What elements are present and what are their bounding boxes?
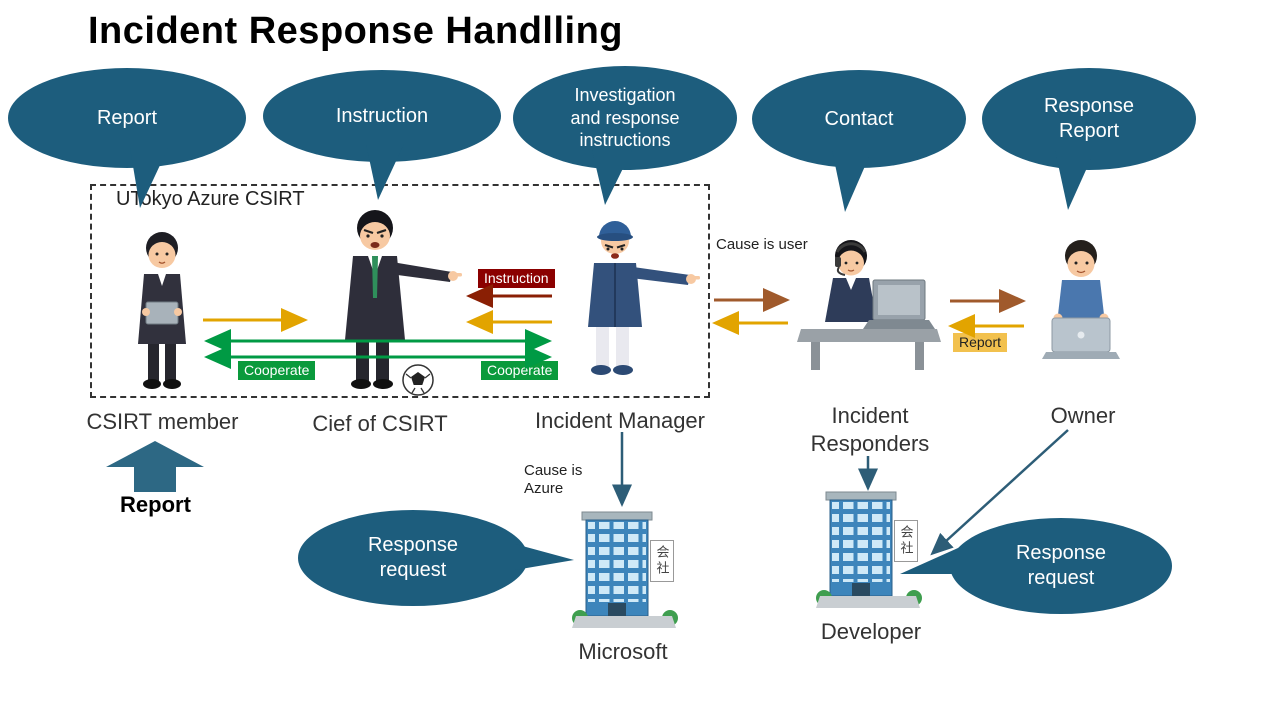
developer-building [816, 491, 922, 608]
bubble-response-request-developer: Response request [950, 518, 1172, 614]
bubble-response-request-dev-text: Response request [1015, 542, 1107, 589]
microsoft-building [572, 511, 678, 628]
cooperate-tag-right: Cooperate [481, 361, 559, 380]
incident-responders-label: Incident Responders [810, 403, 930, 456]
chief-tie [372, 256, 378, 298]
desk [797, 329, 941, 342]
chief-label: Cief of CSIRT [312, 411, 448, 436]
page-title: Incident Response Handlling [88, 10, 623, 52]
cause-is-azure-note: Cause is Azure [524, 462, 583, 497]
responder-suit [825, 278, 877, 322]
report-up-label: Report [120, 492, 191, 517]
responder-face [838, 250, 864, 276]
developer-label: Developer [820, 619, 922, 644]
im-pointing-arm [631, 267, 690, 285]
bubble-response-request-microsoft: Response request [298, 510, 528, 606]
bubble-instruction: Instruction [263, 70, 501, 162]
incident-responders-figure [797, 240, 941, 370]
bubble-investigation-text: Investigation and response instructions [570, 85, 680, 151]
bubble-response-request-ms-text: Response request [367, 534, 459, 581]
im-cap [599, 221, 631, 237]
bubble-contact-text: Contact [824, 107, 894, 130]
owner-face [1067, 251, 1095, 277]
csirt-member-face [148, 242, 176, 268]
chief-face [360, 222, 390, 250]
instruction-tag: Instruction [478, 269, 555, 288]
bubble-investigation: Investigation and response instructions [513, 66, 737, 170]
cause-is-user-note: Cause is user [716, 236, 808, 253]
chief-pointing-arm [390, 262, 452, 282]
owner-label: Owner [1050, 403, 1116, 428]
csirt-member-label: CSIRT member [86, 409, 239, 434]
incident-manager-label: Incident Manager [535, 408, 705, 433]
tablet [145, 301, 179, 325]
report-tag: Report [953, 333, 1008, 352]
bubble-report: Report [8, 68, 246, 168]
csirt-member-figure [138, 232, 186, 389]
cooperate-tag-left: Cooperate [238, 361, 316, 380]
report-block-arrow [106, 441, 204, 492]
microsoft-label: Microsoft [578, 639, 668, 664]
laptop-base [863, 320, 935, 329]
headset-icon [835, 242, 867, 253]
developer-building-sign: 会社 [894, 520, 918, 562]
bubble-response-report-text: Response Report [1043, 95, 1135, 142]
microsoft-building-sign: 会社 [650, 540, 674, 582]
bubble-contact: Contact [752, 70, 966, 168]
bubble-response-report: Response Report [982, 68, 1196, 170]
owner-figure [1042, 240, 1120, 359]
csirt-group-label: UTokyo Azure CSIRT [116, 188, 305, 210]
bubble-instruction-text: Instruction [335, 104, 429, 127]
incident-manager-figure [588, 221, 700, 375]
chief-of-csirt-figure [345, 210, 462, 396]
bubble-report-text: Report [96, 106, 158, 129]
